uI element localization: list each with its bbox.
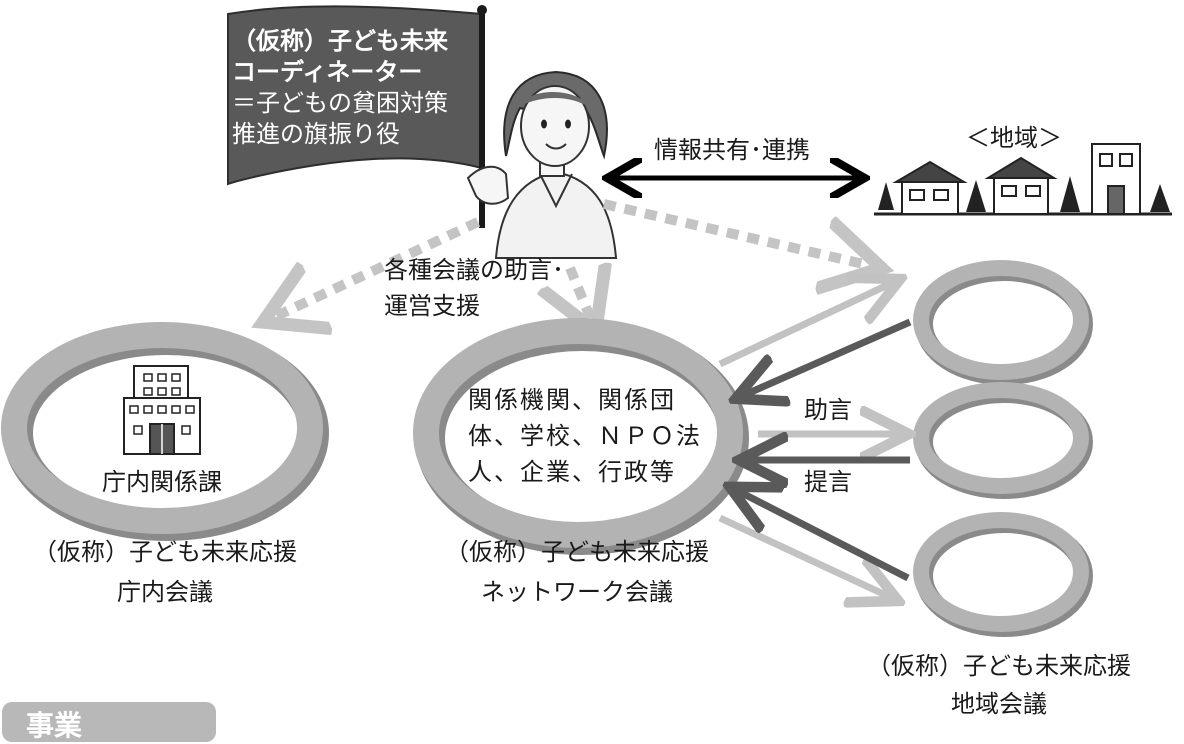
regional-meeting-ring-1 bbox=[913, 260, 1093, 385]
internal-meeting-caption-line-1: （仮称）子ども未来応援 bbox=[33, 538, 297, 566]
region-label: ＜地域＞ bbox=[966, 124, 1062, 152]
section-badge-text: 事業 bbox=[26, 709, 83, 742]
agencies-line-2: 体、学校、ＮＰＯ法 bbox=[468, 422, 702, 450]
regional-meeting-caption-line-1: （仮称）子ども未来応援 bbox=[867, 652, 1131, 680]
info-sharing-label: 情報共有･連携 bbox=[654, 136, 810, 164]
advice-label: 助言 bbox=[804, 396, 852, 424]
internal-meeting-caption-line-2: 庁内会議 bbox=[117, 578, 213, 606]
diagram-canvas bbox=[1, 5, 1172, 637]
regional-meeting-ring-3 bbox=[913, 512, 1093, 637]
section-badge: 事業 bbox=[2, 702, 216, 742]
city-hall-building-icon bbox=[123, 365, 201, 455]
support-arrow-to-network bbox=[570, 268, 592, 322]
flag bbox=[227, 5, 487, 228]
agencies-line-1: 関係機関、関係団 bbox=[468, 386, 676, 414]
flag-desc-line-1: ＝子どもの貧困対策 bbox=[232, 89, 448, 117]
flag-text: （仮称）子ども未来 コーディネーター ＝子どもの貧困対策 推進の旗振り役 bbox=[232, 26, 482, 150]
region-houses-icon bbox=[874, 143, 1172, 216]
support-label-line-1: 各種会議の助言･ bbox=[384, 256, 564, 284]
flag-title-line-2: コーディネーター bbox=[232, 58, 423, 86]
support-arrow-to-internal bbox=[272, 217, 481, 318]
internal-meeting-ring bbox=[1, 322, 329, 541]
regional-meeting-caption-line-2: 地域会議 bbox=[951, 690, 1047, 718]
support-arrow-to-regional bbox=[602, 199, 872, 266]
coordinator-person-icon bbox=[466, 70, 618, 259]
flag-title-line-1: （仮称）子ども未来 bbox=[232, 27, 448, 55]
internal-sections-label: 庁内関係課 bbox=[102, 468, 222, 496]
support-label-line-2: 運営支援 bbox=[384, 292, 480, 320]
advice-arrow-1 bbox=[718, 282, 894, 368]
proposal-arrow-1 bbox=[742, 318, 912, 396]
network-meeting-caption-line-1: （仮称）子ども未来応援 bbox=[445, 538, 709, 566]
agencies-line-3: 人、企業、行政等 bbox=[468, 458, 676, 486]
flag-desc-line-2: 推進の旗振り役 bbox=[232, 120, 400, 148]
proposal-arrow-3 bbox=[736, 490, 910, 582]
regional-meeting-ring-2 bbox=[913, 382, 1093, 499]
proposal-label: 提言 bbox=[804, 468, 852, 496]
network-meeting-caption-line-2: ネットワーク会議 bbox=[481, 578, 673, 606]
